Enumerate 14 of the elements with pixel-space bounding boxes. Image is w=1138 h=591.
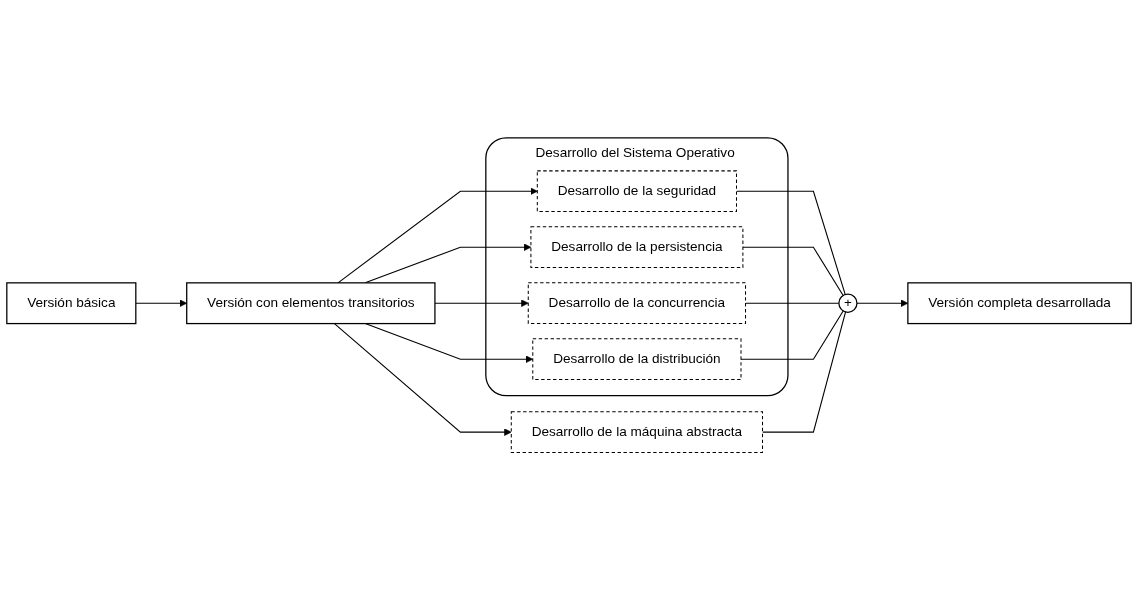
node-box: Versión básica <box>6 282 137 325</box>
connector <box>745 303 840 305</box>
arrow <box>434 299 529 308</box>
node-box: Desarrollo de la máquina abstracta <box>510 411 763 454</box>
node-box: Versión con elementos transitorios <box>186 282 436 325</box>
node-box: Versión completa desarrollada <box>907 282 1132 325</box>
node-box: Desarrollo de la seguridad <box>536 170 737 213</box>
arrow <box>333 323 512 437</box>
node-box: Desarrollo de la concurrencia <box>527 282 747 325</box>
node-circle: + <box>838 293 858 314</box>
arrow <box>337 187 538 284</box>
connector <box>742 247 844 297</box>
node-box: Desarrollo de la persistencia <box>530 226 744 269</box>
node-box: Desarrollo de la distribución <box>532 338 742 381</box>
